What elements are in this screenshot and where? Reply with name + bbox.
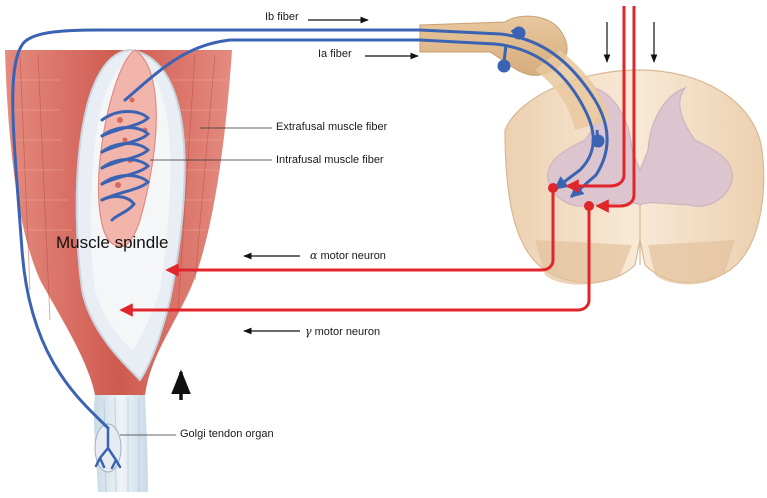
alpha-motor-neuron	[165, 183, 558, 277]
muscle-spindle-label: Muscle spindle	[56, 233, 169, 252]
direction-arrows	[243, 16, 658, 335]
alpha-label-text: motor neuron	[320, 250, 386, 262]
gamma-label-text: motor neuron	[314, 326, 381, 338]
gamma-symbol: γ	[305, 325, 312, 338]
golgi-tendon-organ-label: Golgi tendon organ	[180, 428, 274, 440]
alpha-motor-neuron-label: α motor neuron	[310, 250, 386, 262]
intrafusal-label: Intrafusal muscle fiber	[276, 154, 384, 166]
leader-lines	[120, 127, 272, 436]
muscle-spindle-capsule	[75, 48, 186, 382]
ia-fiber-label: Ia fiber	[318, 48, 352, 60]
golgi-tendon-organ	[94, 423, 122, 473]
gamma-motor-neuron-label: γ motor neuron	[305, 326, 380, 338]
ib-fiber	[11, 28, 609, 430]
descending-tracts	[565, 6, 636, 213]
sensory-cell-bodies	[497, 26, 605, 148]
alpha-symbol: α	[310, 249, 318, 262]
ia-annulospiral-ending	[100, 110, 151, 222]
extrafusal-label: Extrafusal muscle fiber	[276, 121, 388, 133]
ib-fiber-label: Ib fiber	[265, 11, 299, 23]
gamma-motor-neuron	[119, 201, 594, 317]
